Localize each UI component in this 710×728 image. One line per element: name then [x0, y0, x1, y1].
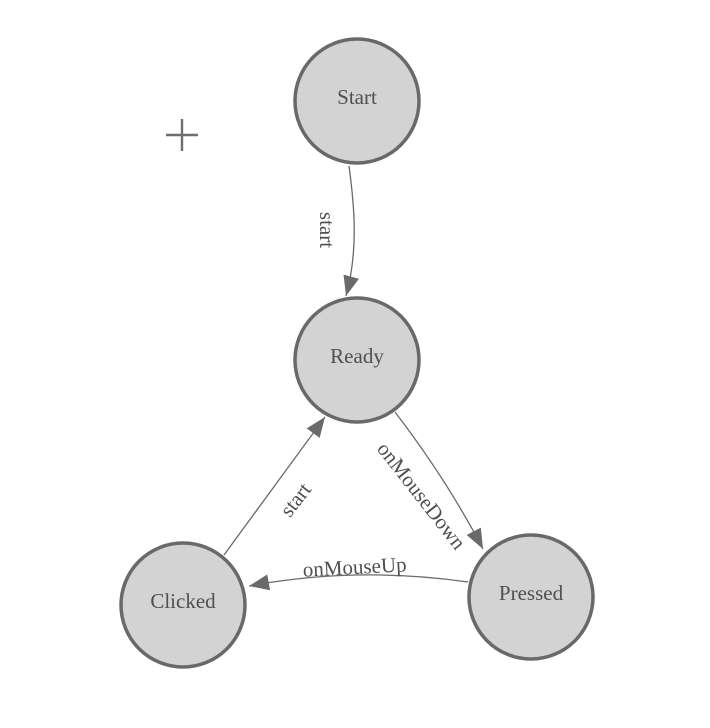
transition-label-onmouseup: onMouseUp — [302, 552, 407, 581]
transition-label-onmousedown: onMouseDown — [372, 437, 471, 554]
transition-label-start: start — [315, 212, 339, 248]
crosshair-cursor — [166, 119, 198, 151]
transition-label-start-2: start — [275, 478, 316, 521]
state-circle-clicked[interactable] — [119, 541, 247, 669]
state-circle-pressed[interactable] — [467, 533, 595, 661]
state-label-clicked: Clicked — [150, 589, 216, 613]
transition-start-to-ready[interactable]: start — [315, 165, 359, 297]
state-label-ready: Ready — [330, 344, 384, 368]
state-label-start: Start — [337, 85, 377, 109]
transition-edge-ready-to-pressed[interactable] — [394, 411, 484, 550]
state-node-clicked[interactable]: Clicked — [119, 541, 247, 669]
transition-pressed-to-clicked[interactable]: onMouseUp — [248, 552, 469, 591]
transition-edge-pressed-to-clicked[interactable] — [248, 574, 469, 591]
transition-ready-to-pressed[interactable]: onMouseDown — [372, 411, 484, 554]
state-node-pressed[interactable]: Pressed — [467, 533, 595, 661]
state-node-start[interactable]: Start — [293, 37, 421, 165]
state-circle-ready[interactable] — [293, 296, 421, 424]
state-circle-start[interactable] — [293, 37, 421, 165]
states-layer: Start Ready Clicked Pressed — [119, 37, 595, 669]
transition-edge-clicked-to-ready[interactable] — [223, 416, 326, 556]
state-label-pressed: Pressed — [499, 581, 564, 605]
state-node-ready[interactable]: Ready — [293, 296, 421, 424]
transition-edge-start-to-ready[interactable] — [343, 165, 359, 297]
transition-clicked-to-ready[interactable]: start — [223, 416, 326, 556]
